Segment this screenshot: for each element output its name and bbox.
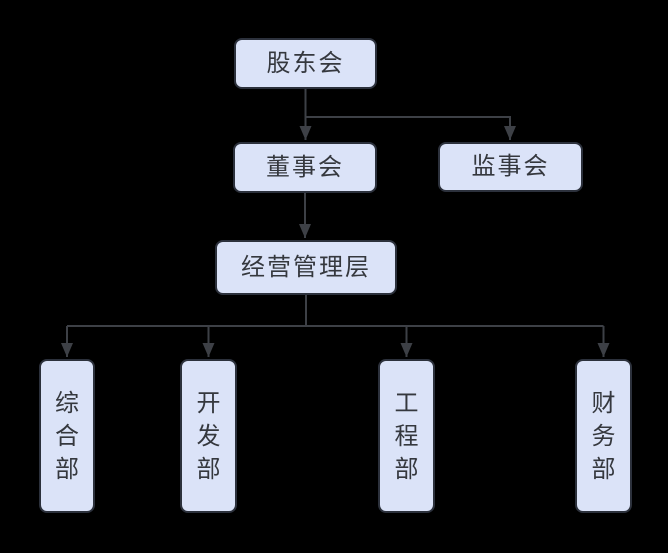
node-general-department-label: 综合部: [54, 389, 79, 483]
node-engineering-department: 工程部: [378, 359, 435, 513]
edge-management-bus: [67, 295, 604, 327]
node-shareholders-meeting: 股东会: [234, 38, 377, 89]
node-finance-department-label: 财务部: [591, 389, 616, 483]
node-supervisory-board: 监事会: [438, 142, 583, 192]
node-development-department: 开发部: [180, 359, 237, 513]
node-shareholders-meeting-label: 股东会: [266, 49, 345, 77]
node-board-of-directors: 董事会: [233, 142, 377, 193]
node-general-department: 综合部: [39, 359, 95, 513]
node-development-department-label: 开发部: [196, 389, 221, 483]
node-engineering-department-label: 工程部: [394, 389, 419, 483]
node-management-level-label: 经营管理层: [241, 253, 371, 281]
node-supervisory-board-label: 监事会: [471, 153, 550, 180]
node-finance-department: 财务部: [575, 359, 632, 513]
node-board-of-directors-label: 董事会: [266, 153, 344, 181]
node-management-level: 经营管理层: [215, 240, 397, 295]
edge-shareholders-to-supervisory: [305, 116, 516, 140]
